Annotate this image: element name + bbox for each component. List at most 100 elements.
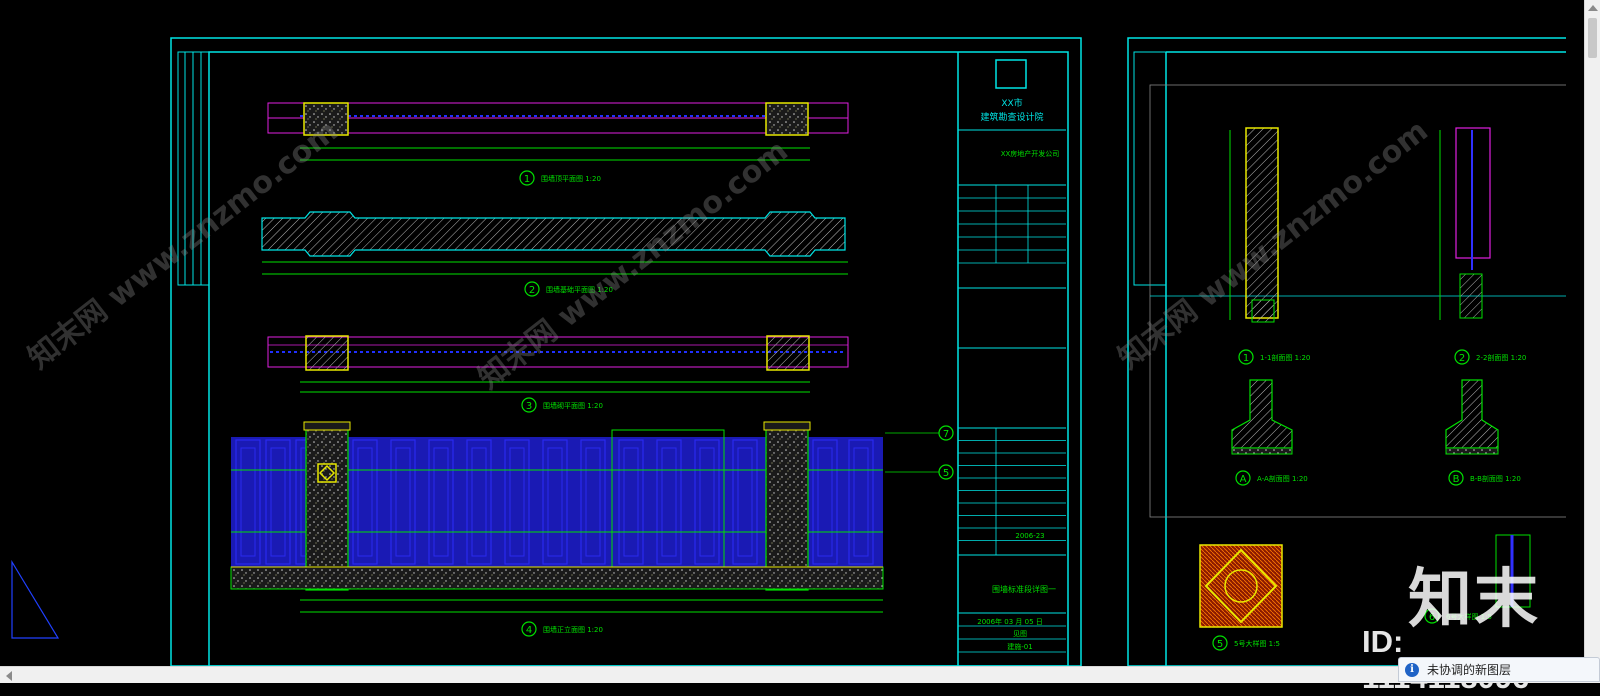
- pillar-plan: [765, 102, 809, 136]
- vertical-scrollbar[interactable]: [1584, 0, 1600, 666]
- fence-bar-inner: [661, 447, 677, 557]
- fence-bar: [466, 439, 492, 565]
- fence-panel: [808, 437, 883, 567]
- fence-bar: [265, 439, 291, 565]
- view-title: 围墙顶平面图 1:20: [541, 174, 601, 183]
- horizontal-scrollbar[interactable]: [0, 666, 1600, 683]
- section-1-footing: [1251, 299, 1275, 323]
- pillar-section: [766, 335, 810, 371]
- view-number-circle: [519, 170, 535, 186]
- view-title: 1-1剖面图 1:20: [1260, 353, 1310, 362]
- fence-bar-inner: [395, 447, 411, 557]
- view-title: 2-2剖面图 1:20: [1476, 353, 1526, 362]
- view-number-circle: [1448, 470, 1464, 486]
- callout-number: 7: [943, 429, 949, 440]
- view-number-circle: [521, 621, 537, 637]
- sheet-frame-left: [170, 37, 1082, 666]
- detail-5-circle: [1224, 569, 1258, 603]
- fence-bar: [848, 439, 874, 565]
- pillar-elevation: [765, 427, 809, 591]
- ornament-diamond: [318, 464, 336, 482]
- fence-bar: [580, 439, 606, 565]
- wall-plan-outline: [267, 336, 849, 368]
- fence-bar: [504, 439, 530, 565]
- scroll-thumb[interactable]: [1588, 18, 1597, 58]
- view-number: 5: [1217, 639, 1223, 650]
- fence-panel: [231, 437, 306, 567]
- fence-bar: [812, 439, 838, 565]
- fence-bar: [542, 439, 568, 565]
- notification-text: 未协调的新图层: [1427, 663, 1512, 677]
- fence-bar-inner: [509, 447, 525, 557]
- fence-bar-inner: [471, 447, 487, 557]
- info-icon: i: [1405, 662, 1419, 677]
- section-a-base: [1231, 447, 1293, 455]
- pillar-cap: [303, 421, 351, 431]
- ornament-box: [317, 463, 337, 483]
- title-drawing-name: 围墙标准段详图一: [992, 584, 1056, 594]
- detail-5-diamond: [1204, 548, 1278, 624]
- view-number: A: [1240, 474, 1247, 485]
- title-institute: 建筑勘查设计院: [980, 111, 1043, 123]
- fence-bar-inner: [270, 447, 286, 557]
- view-title: 5号大样图 1:5: [1234, 639, 1280, 648]
- sheet-frame-right: [1127, 37, 1566, 666]
- fence-bar: [732, 439, 758, 565]
- fence-bar: [656, 439, 682, 565]
- fence-bar-inner: [433, 447, 449, 557]
- view-number-circle: [1238, 349, 1254, 365]
- fence-bar: [390, 439, 416, 565]
- fence-bar: [352, 439, 378, 565]
- view-title: 围墙基础平面图 1:20: [546, 285, 613, 294]
- fence-bar: [428, 439, 454, 565]
- view-number: 4: [526, 625, 532, 636]
- title-scale: 见图: [1013, 630, 1027, 638]
- view-number: 1: [524, 174, 530, 185]
- fence-bar: [694, 439, 720, 565]
- view-number: 1: [1243, 353, 1249, 364]
- fence-bar-inner: [853, 447, 869, 557]
- view-number-circle: [1235, 470, 1251, 486]
- view-number: 3: [526, 401, 532, 412]
- view-number: 2: [529, 285, 535, 296]
- fence-bar-inner: [699, 447, 715, 557]
- pillar-section: [305, 335, 349, 371]
- title-date-number: 2006-23: [1015, 532, 1044, 540]
- view-title: B-B剖面图 1:20: [1470, 474, 1521, 483]
- view-number: 2: [1459, 353, 1465, 364]
- callout-number: 5: [943, 468, 949, 479]
- sheet-inner-frame-left: [208, 51, 1069, 666]
- fence-bar-inner: [547, 447, 563, 557]
- fence-bar-inner: [817, 447, 833, 557]
- view-number-circle: [1212, 635, 1228, 651]
- pillar-cap: [763, 421, 811, 431]
- view-number-circle: [1454, 349, 1470, 365]
- layer-notification[interactable]: i 未协调的新图层: [1398, 657, 1600, 682]
- binding-strip: [177, 51, 210, 286]
- foundation-plan-outline: [261, 211, 846, 257]
- view-title: A-A剖面图 1:20: [1257, 474, 1308, 483]
- section-b-base: [1445, 447, 1499, 455]
- detail-5-tile: [1199, 544, 1283, 628]
- fence-bar-inner: [737, 447, 753, 557]
- view-title: 围墙砌平面图 1:20: [543, 401, 603, 410]
- cad-drawing: XX市建筑勘查设计院XX房地产开发公司2006-23围墙标准段详图一2006年 …: [11, 37, 1566, 666]
- fence-bar-inner: [357, 447, 373, 557]
- fence-bar-inner: [623, 447, 639, 557]
- scroll-left-icon[interactable]: [6, 671, 12, 681]
- section-b-footing: [1445, 379, 1499, 449]
- level-triangle: [11, 559, 60, 639]
- fence-bar: [235, 439, 261, 565]
- title-drawing-no: 建施-01: [1007, 642, 1032, 651]
- view-number: 6: [1429, 612, 1435, 623]
- view-title: 围墙正立面图 1:20: [543, 625, 603, 634]
- view-number-circle: [1424, 608, 1440, 624]
- pillar-elevation: [305, 427, 349, 591]
- scroll-up-icon[interactable]: [1588, 5, 1598, 11]
- view-number: B: [1453, 474, 1460, 485]
- detail-border: [1149, 84, 1566, 518]
- view-number-circle: [521, 397, 537, 413]
- view-title: 6号大样图 1:5: [1446, 612, 1492, 621]
- pillar-plan: [303, 102, 349, 136]
